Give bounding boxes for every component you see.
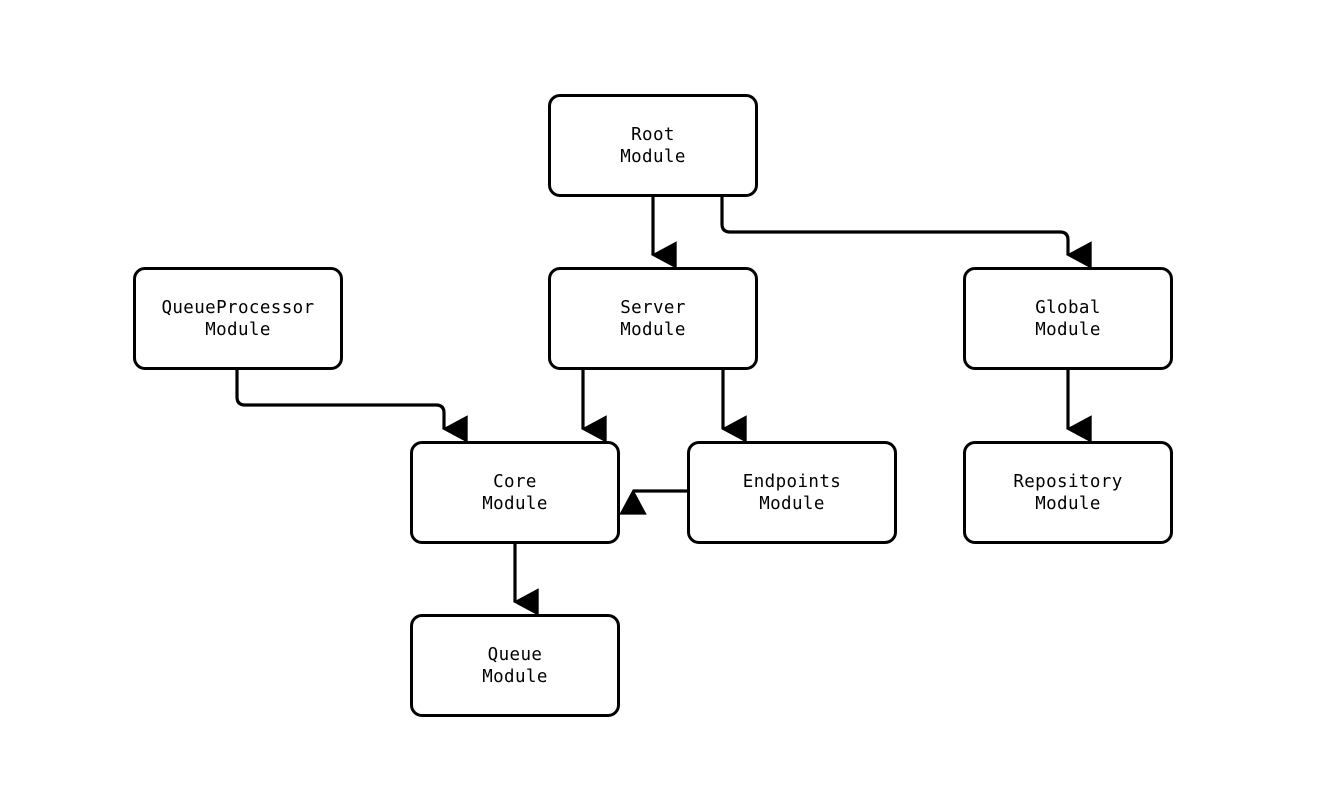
node-label-primary: Root <box>631 124 675 145</box>
node-label-primary: Server <box>620 297 686 318</box>
node-label-primary: Endpoints <box>742 471 842 492</box>
node-label-secondary: Module <box>759 493 825 514</box>
node-label-primary: Repository <box>1013 471 1123 492</box>
node-label-secondary: Module <box>620 319 686 340</box>
node-label-primary: Core <box>493 471 537 492</box>
edge-queueprocessor-to-core <box>235 370 468 443</box>
node-label-secondary: Module <box>620 146 686 167</box>
node-label-secondary: Module <box>482 666 548 687</box>
node-label-primary: Global <box>1035 297 1101 318</box>
node-label-primary: QueueProcessor <box>161 297 315 318</box>
node-label-secondary: Module <box>1035 493 1101 514</box>
edge-root-to-global <box>720 197 1092 269</box>
node-label-secondary: Module <box>205 319 271 340</box>
node-label-primary: Queue <box>487 644 543 665</box>
node-label-secondary: Module <box>1035 319 1101 340</box>
node-label-secondary: Module <box>482 493 548 514</box>
